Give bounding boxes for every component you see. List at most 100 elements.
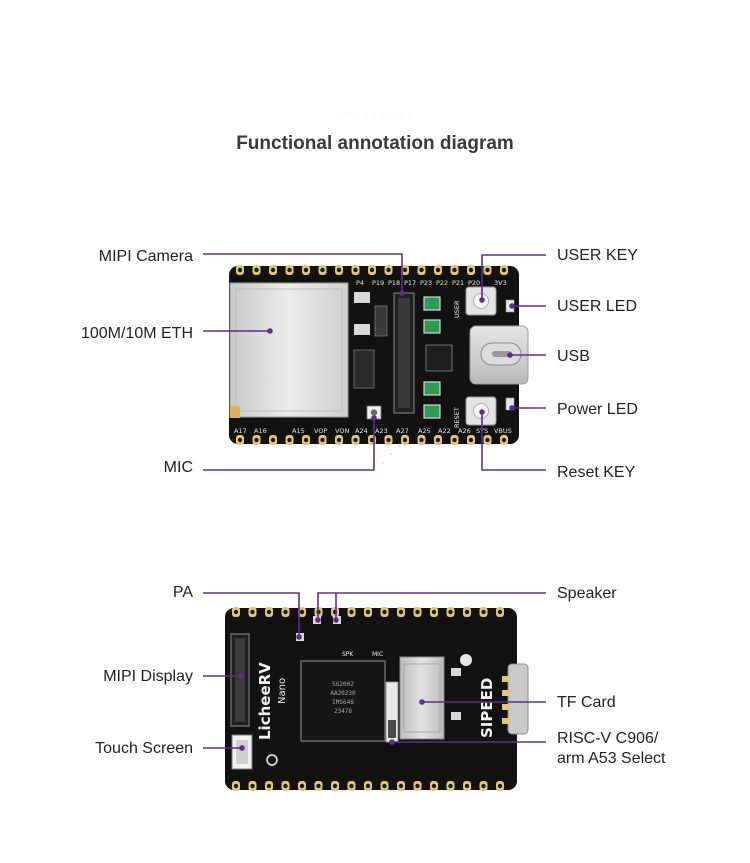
- pin-label-a26: A26: [458, 427, 471, 435]
- pad-hole: [468, 267, 474, 273]
- label-mipi-camera: MIPI Camera: [99, 248, 193, 265]
- pad-hole: [415, 609, 420, 615]
- pin-label-p18: P18: [388, 279, 400, 287]
- pad-hole: [299, 783, 305, 789]
- pad-hole: [365, 609, 371, 615]
- pad-hole: [419, 267, 424, 273]
- camera-fpc-slot: [398, 298, 410, 408]
- pin-label-p4: P4: [356, 279, 364, 287]
- top-callout-dots: [267, 290, 515, 421]
- pad-hole: [448, 609, 453, 615]
- pad-hole: [382, 609, 387, 615]
- pad-hole: [250, 783, 255, 789]
- bottom-board-castellated-pads: [232, 607, 504, 791]
- pad-hole: [303, 437, 309, 443]
- label-reset-key: Reset KEY: [557, 464, 636, 481]
- label-riscv-line-1: RISC-V C906/: [557, 730, 659, 747]
- chip-marking-line-4: 23478: [334, 708, 352, 715]
- callout-dot-eth: [267, 328, 273, 334]
- chip-marking-line-3: IMS648: [332, 699, 354, 706]
- pad-hole: [283, 783, 288, 789]
- spk-silk: SPK: [342, 651, 354, 658]
- ethernet-jack: [229, 282, 349, 418]
- callout-dot-speaker-right: [333, 617, 339, 623]
- pad-hole: [254, 267, 259, 273]
- pad-hole: [386, 267, 391, 273]
- tf-card-frame: [403, 663, 441, 733]
- faded-header-watermark: · · · · · · · · ·: [338, 105, 411, 121]
- callout-dot-pa: [296, 634, 302, 640]
- pin-label-a16: A16: [254, 427, 267, 435]
- pad-hole: [448, 783, 453, 789]
- touch-connector-slot: [236, 740, 248, 764]
- label-eth: 100M/10M ETH: [81, 325, 193, 342]
- top-callout-lines: [203, 253, 546, 471]
- pad-hole: [485, 267, 490, 273]
- pad-hole: [365, 783, 371, 789]
- ethernet-jack-frame: [235, 288, 343, 412]
- pad-hole: [431, 783, 437, 789]
- pad-hole: [501, 267, 507, 273]
- pad-hole: [464, 783, 470, 789]
- pad-hole: [332, 783, 338, 789]
- pin-label-p19: P19: [372, 279, 384, 287]
- pin-label-a15: A15: [292, 427, 305, 435]
- pad-hole: [349, 609, 354, 615]
- pad-hole: [452, 267, 457, 273]
- pad-hole: [386, 437, 391, 443]
- bottom-callout-dots: [238, 617, 425, 751]
- inductor: [423, 319, 441, 334]
- pad-hole: [497, 783, 503, 789]
- pad-hole: [233, 609, 239, 615]
- pin-label-vbus: VBUS: [494, 427, 512, 435]
- pad-hole: [431, 609, 437, 615]
- pad-hole: [497, 609, 503, 615]
- pin-label-p21: P21: [452, 279, 464, 287]
- pad-hole: [287, 267, 292, 273]
- callout-dot-touch-screen: [239, 745, 245, 751]
- pin-label-p17: P17: [404, 279, 416, 287]
- label-mipi-display: MIPI Display: [103, 668, 193, 685]
- pad-hole: [254, 437, 259, 443]
- usb-pad: [502, 718, 510, 724]
- callout-dot-mic: [371, 415, 377, 421]
- label-usb: USB: [557, 348, 590, 365]
- pad-hole: [320, 267, 325, 273]
- smd-part: [451, 668, 461, 676]
- inductor: [423, 296, 441, 311]
- usb-pad: [502, 690, 510, 696]
- top-board-castellated-pads: [236, 265, 508, 445]
- callout-dot-mipi-camera: [399, 290, 405, 296]
- pad-hole: [283, 609, 288, 615]
- pad-hole: [233, 783, 239, 789]
- power-led: [505, 397, 515, 411]
- pad-hole: [435, 437, 441, 443]
- diagram-title: Functional annotation diagram: [236, 133, 514, 154]
- pin-label-a23: A23: [375, 427, 388, 435]
- pad-hole: [250, 609, 255, 615]
- pin-label-von: VON: [335, 427, 349, 435]
- pad-hole: [415, 783, 420, 789]
- pad-hole: [266, 609, 272, 615]
- pin-label-p23: P23: [420, 279, 432, 287]
- pad-hole: [402, 437, 408, 443]
- pin-label-p22: P22: [436, 279, 448, 287]
- qfn-ic: [425, 344, 453, 372]
- pad-hole: [501, 437, 507, 443]
- smd-ic: [374, 305, 388, 337]
- pad-hole: [237, 267, 243, 273]
- pad-hole: [270, 267, 276, 273]
- usb-c-tongue: [492, 351, 512, 357]
- reset-key-silk: RESET: [453, 407, 461, 428]
- pin-label-a24: A24: [355, 427, 368, 435]
- callout-line-mipi-camera: [203, 253, 403, 293]
- tf-card-slot: [399, 656, 445, 740]
- usb-pad: [502, 676, 510, 682]
- pad-hole: [419, 437, 424, 443]
- soc-chip: SG2002 AA20230 IMS648 23478: [300, 660, 386, 742]
- pad-hole: [369, 437, 375, 443]
- pin-label-3v3: 3V3: [494, 279, 507, 287]
- pad-hole: [303, 267, 309, 273]
- pad-hole: [299, 609, 305, 615]
